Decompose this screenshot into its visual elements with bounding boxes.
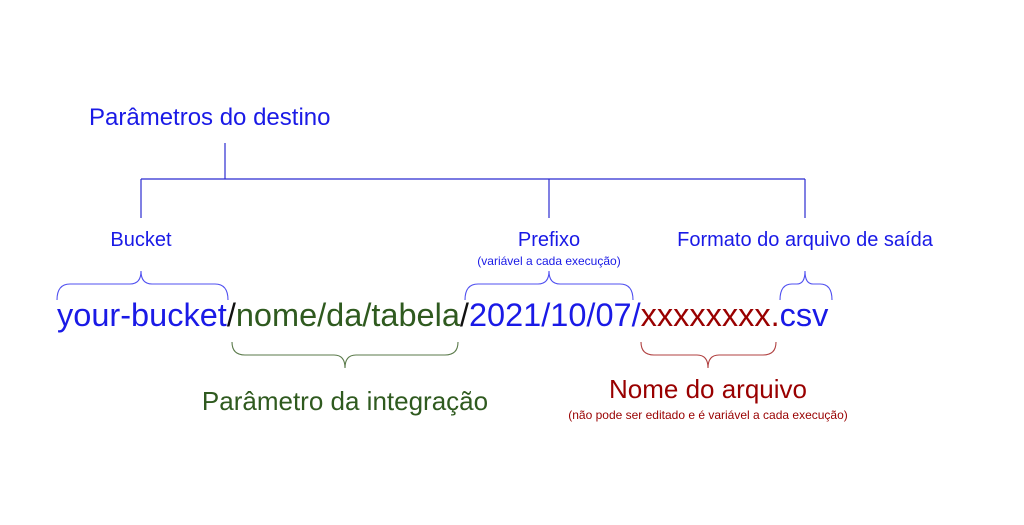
path-extension: csv <box>779 297 829 333</box>
path-separator: / <box>226 297 236 333</box>
bucket-label: Bucket <box>110 229 172 251</box>
path-filename: xxxxxxxx. <box>640 297 780 333</box>
format-brace <box>779 270 833 301</box>
filename-brace <box>640 341 777 369</box>
filename-label: Nome do arquivo <box>609 374 807 404</box>
path-table: nome/da/tabela <box>235 297 460 333</box>
destination-path: your-bucket/nome/da/tabela/2021/10/07/xx… <box>57 299 828 332</box>
filename-note: (não pode ser editado e é variável a cad… <box>568 408 848 422</box>
path-prefix: 2021/10/07/ <box>468 297 641 333</box>
destination-params-title: Parâmetros do destino <box>89 104 331 131</box>
bucket-brace <box>56 270 229 301</box>
prefix-label: Prefixo <box>517 229 581 251</box>
path-separator: / <box>459 297 469 333</box>
path-bucket: your-bucket <box>57 297 227 333</box>
integration-brace <box>231 341 459 369</box>
prefix-note: (variável a cada execução) <box>477 254 621 268</box>
prefix-brace <box>464 270 634 301</box>
format-label: Formato do arquivo de saída <box>677 229 933 251</box>
integration-label: Parâmetro da integração <box>201 386 489 416</box>
